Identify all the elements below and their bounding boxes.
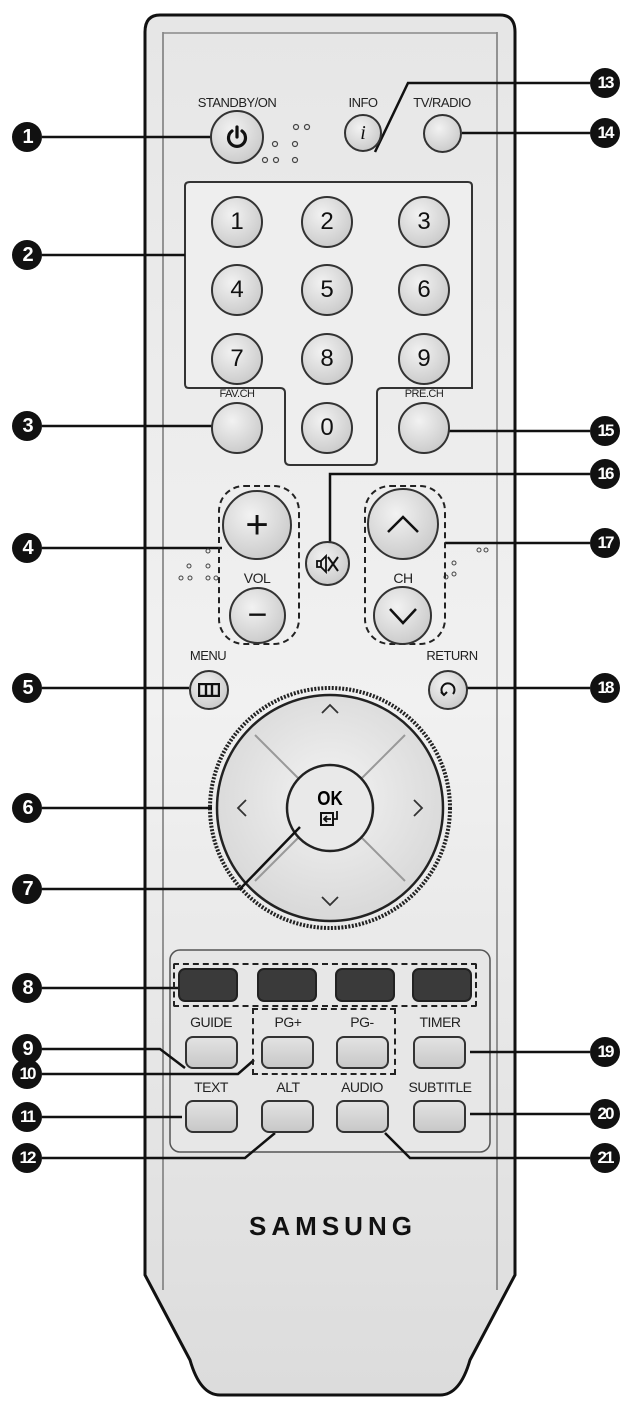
callout-4: 4 [12,533,42,563]
mute-icon [315,553,339,574]
return-icon [440,682,456,697]
subtitle-button[interactable] [413,1100,466,1133]
callout-14: 14 [590,118,620,148]
fav-ch-label: FAV.CH [219,388,255,400]
dpad-left-button[interactable] [222,763,282,853]
timer-button[interactable] [413,1036,466,1069]
number-button-2[interactable]: 2 [301,196,353,248]
info-label: INFO [348,95,378,110]
alt-button[interactable] [261,1100,314,1133]
callout-12: 12 [12,1143,42,1173]
dpad-down-button[interactable] [285,856,375,916]
number-button-9[interactable]: 9 [398,333,450,385]
audio-label: AUDIO [341,1079,383,1095]
number-button-0[interactable]: 0 [301,402,353,454]
info-button[interactable]: i [344,114,382,152]
vol-group [218,485,300,645]
vol-up-button[interactable]: + [222,490,292,560]
number-button-8[interactable]: 8 [301,333,353,385]
callout-6: 6 [12,793,42,823]
dpad-right-button[interactable] [378,763,438,853]
number-button-6[interactable]: 6 [398,264,450,316]
pre-ch-button[interactable] [398,402,450,454]
pg-down-label: PG- [350,1014,374,1030]
pg-up-button[interactable] [261,1036,314,1069]
pg-up-label: PG+ [274,1014,302,1030]
ch-up-button[interactable] [367,488,439,560]
guide-button[interactable] [185,1036,238,1069]
number-button-7[interactable]: 7 [211,333,263,385]
callout-10: 10 [12,1059,42,1089]
callout-13: 13 [590,68,620,98]
enter-icon [320,811,338,826]
guide-label: GUIDE [190,1014,232,1030]
callout-2: 2 [12,240,42,270]
callout-18: 18 [590,673,620,703]
power-icon [226,125,248,148]
callout-21: 21 [590,1143,620,1173]
brand-logo: SAMSUNG [249,1211,417,1241]
mute-button[interactable] [305,541,350,586]
callout-8: 8 [12,973,42,1003]
chevron-down-icon [388,607,417,625]
number-button-3[interactable]: 3 [398,196,450,248]
vol-down-button[interactable]: − [229,587,286,644]
ch-label: CH [393,570,413,586]
timer-label: TIMER [419,1014,461,1030]
number-button-5[interactable]: 5 [301,264,353,316]
callout-17: 17 [590,528,620,558]
callout-19: 19 [590,1037,620,1067]
dpad-up-button[interactable] [285,700,375,760]
pg-group [252,1008,396,1075]
pg-down-button[interactable] [336,1036,389,1069]
ok-button[interactable]: OK [290,768,370,848]
chevron-up-icon [387,515,419,533]
info-icon: i [360,121,366,144]
menu-icon [198,683,220,697]
menu-label: MENU [189,648,227,663]
text-button[interactable] [185,1100,238,1133]
pre-ch-label: PRE.CH [404,388,444,400]
return-button[interactable] [428,670,468,710]
vol-label: VOL [243,570,271,586]
tv-radio-label: TV/RADIO [413,95,471,110]
tv-radio-button[interactable] [423,114,462,153]
color-buttons-group [173,963,477,1007]
standby-label: STANDBY/ON [197,95,277,110]
callout-3: 3 [12,411,42,441]
callout-16: 16 [590,459,620,489]
alt-label: ALT [276,1079,300,1095]
callout-11: 11 [12,1102,42,1132]
callout-7: 7 [12,874,42,904]
callout-15: 15 [590,416,620,446]
standby-button[interactable] [210,110,264,164]
color-button-green[interactable] [257,968,317,1002]
callout-5: 5 [12,673,42,703]
text-label: TEXT [194,1079,228,1095]
callout-20: 20 [590,1099,620,1129]
callout-1: 1 [12,122,42,152]
number-button-4[interactable]: 4 [211,264,263,316]
color-button-blue[interactable] [412,968,472,1002]
ch-down-button[interactable] [373,586,432,645]
color-button-yellow[interactable] [335,968,395,1002]
ok-label: OK [317,788,343,810]
color-button-red[interactable] [178,968,238,1002]
menu-button[interactable] [189,670,229,710]
return-label: RETURN [426,648,478,663]
fav-ch-button[interactable] [211,402,263,454]
subtitle-label: SUBTITLE [408,1079,472,1095]
audio-button[interactable] [336,1100,389,1133]
number-button-1[interactable]: 1 [211,196,263,248]
